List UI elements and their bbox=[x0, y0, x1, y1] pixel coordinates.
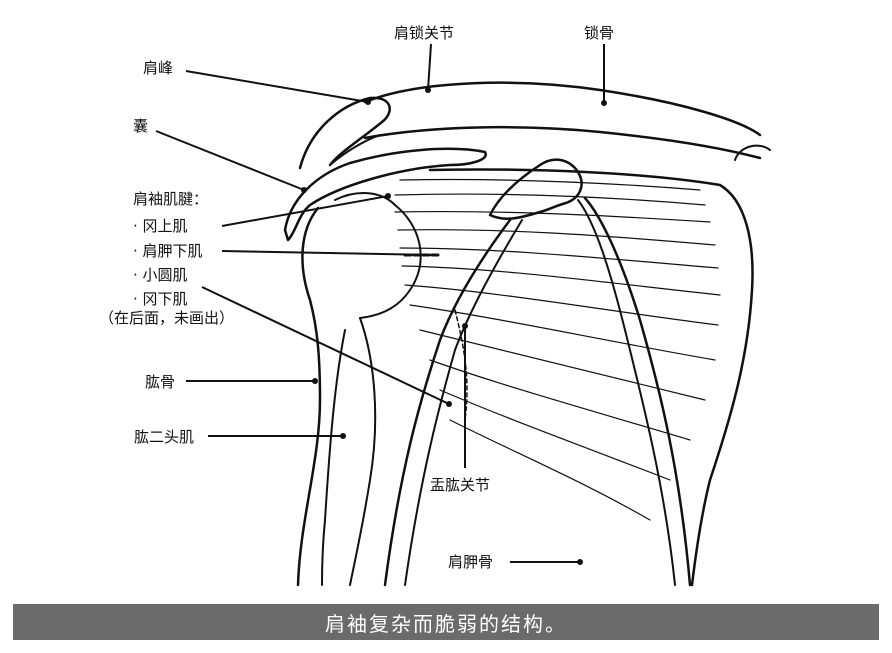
label-not-shown-note: （在后面，未画出） bbox=[99, 309, 234, 327]
label-infraspinatus: · 冈下肌 bbox=[133, 290, 188, 308]
label-glenohumeral-joint: 盂肱关节 bbox=[430, 476, 490, 494]
label-ac-joint: 肩锁关节 bbox=[394, 24, 454, 42]
label-biceps: 肱二头肌 bbox=[134, 428, 194, 446]
label-rotator-cuff: 肩袖肌腱： bbox=[133, 190, 208, 208]
caption-bar: 肩袖复杂而脆弱的结构。 bbox=[13, 604, 879, 640]
label-acromion: 肩峰 bbox=[143, 59, 173, 77]
scapula-shape bbox=[430, 170, 753, 585]
label-supraspinatus: · 冈上肌 bbox=[133, 217, 188, 235]
biceps-muscle bbox=[322, 330, 345, 585]
humerus-shape bbox=[298, 208, 320, 585]
label-humerus: 肱骨 bbox=[145, 373, 175, 391]
clavicle-shape bbox=[365, 83, 760, 135]
label-teres-minor: · 小圆肌 bbox=[133, 266, 188, 284]
figure-caption: 肩袖复杂而脆弱的结构。 bbox=[325, 608, 567, 637]
label-scapula: 肩胛骨 bbox=[448, 553, 493, 571]
label-bursa: 囊 bbox=[133, 117, 148, 135]
biceps-long-head bbox=[585, 198, 690, 585]
label-subscapularis: · 肩胛下肌 bbox=[133, 242, 203, 260]
label-clavicle: 锁骨 bbox=[584, 24, 614, 42]
